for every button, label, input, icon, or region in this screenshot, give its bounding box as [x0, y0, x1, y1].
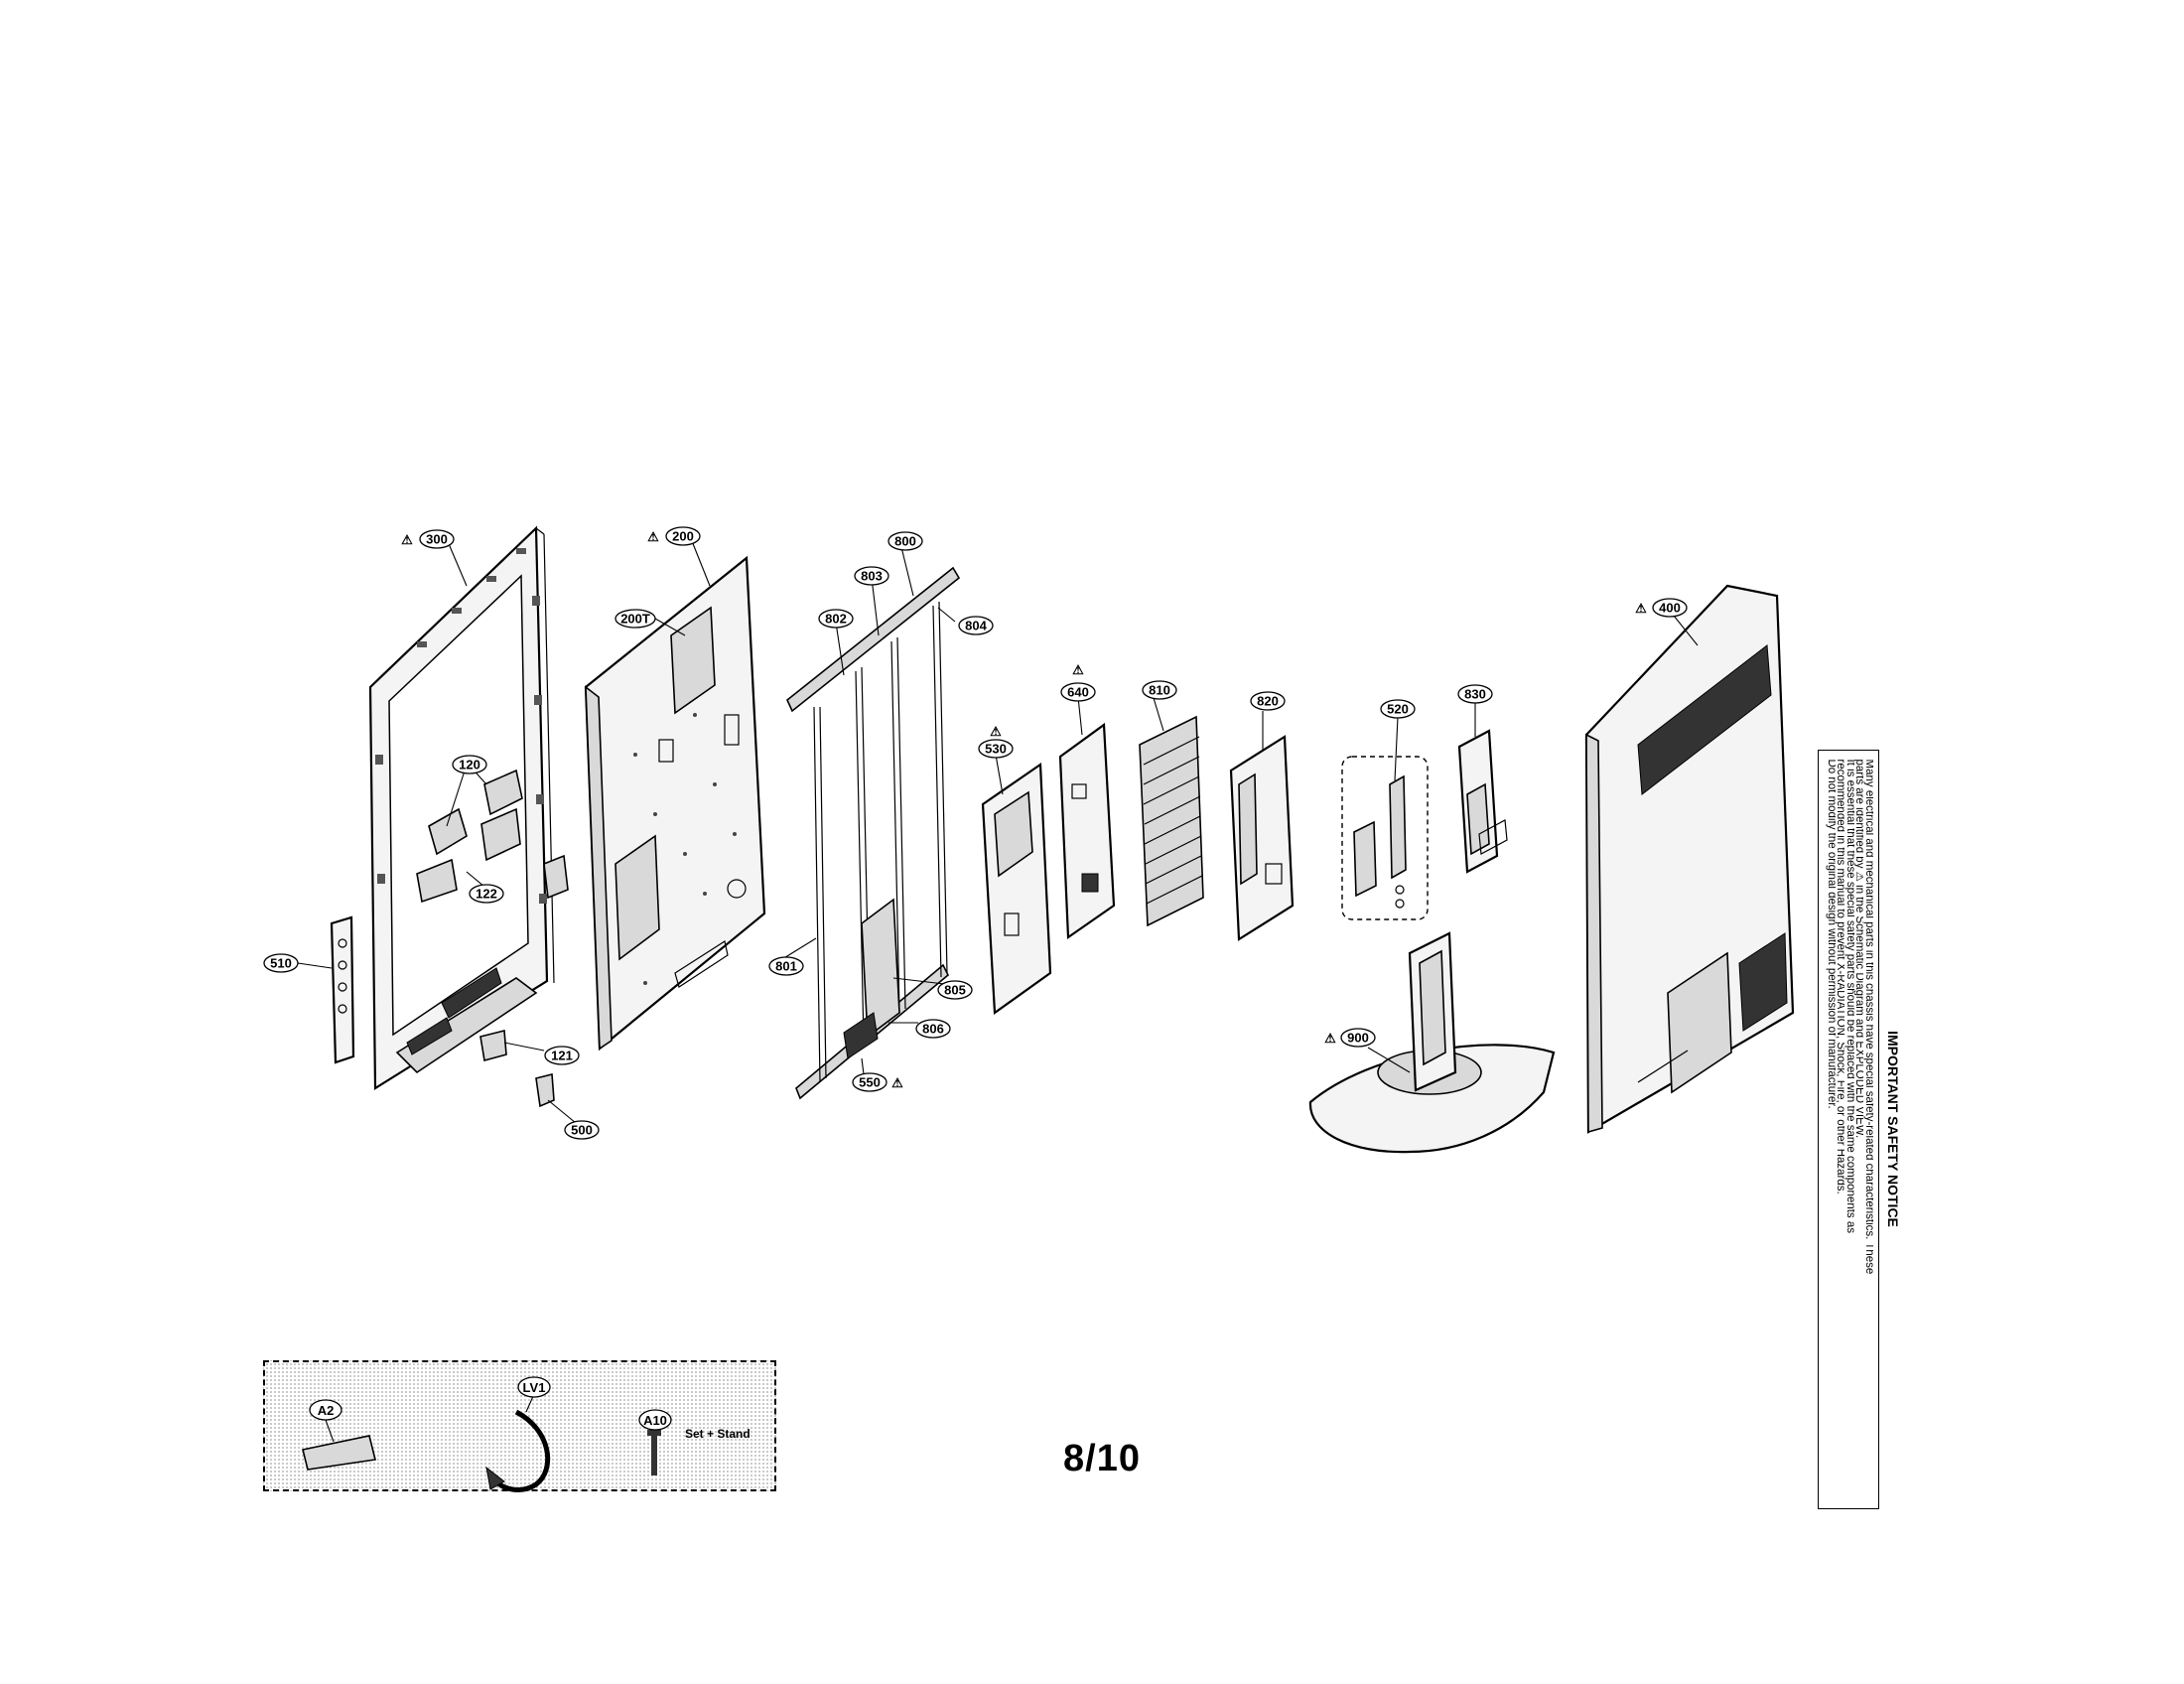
warning-icon: ⚠	[647, 529, 659, 544]
part-label-510: 510	[270, 956, 292, 971]
warning-icon: ⚠	[1324, 1031, 1336, 1046]
part-label-830: 830	[1464, 687, 1486, 702]
part-label-803: 803	[861, 569, 883, 584]
part-label-550: 550	[859, 1075, 881, 1090]
warning-icon: ⚠	[401, 532, 413, 547]
group-520	[1341, 756, 1429, 920]
part-label-806: 806	[922, 1022, 944, 1037]
part-label-802: 802	[825, 612, 847, 627]
warning-icon: ⚠	[1635, 601, 1647, 616]
warning-icon: ⚠	[891, 1075, 903, 1090]
safety-notice-text: Many electrical and mechanical parts in …	[1826, 760, 1873, 1499]
safety-notice-box	[1818, 750, 1879, 1509]
part-500	[535, 1072, 555, 1108]
part-label-200t: 200T	[620, 612, 650, 627]
shield-810	[1139, 715, 1204, 927]
safety-notice: IMPORTANT SAFETY NOTICE Many electrical …	[1818, 750, 1901, 1509]
part-label-530: 530	[985, 742, 1007, 757]
warning-icon: ⚠	[1072, 662, 1084, 677]
part-label-400: 400	[1659, 601, 1681, 616]
part-label-805: 805	[944, 983, 966, 998]
board-530	[981, 762, 1052, 1016]
lcd-panel-200	[584, 555, 766, 1052]
safety-notice-line: It is essential that these special safet…	[1844, 759, 1854, 1234]
part-121	[479, 854, 569, 1062]
stand-900	[1308, 931, 1556, 1154]
safety-notice-line: recommended in this manual to prevent X-…	[1835, 759, 1845, 1194]
leader-lines	[297, 535, 1699, 1124]
part-label-800: 800	[894, 534, 916, 549]
part-label-810: 810	[1149, 683, 1170, 698]
back-cover-400	[1584, 584, 1795, 1134]
board-640	[1058, 722, 1116, 940]
part-label-640: 640	[1067, 685, 1089, 700]
warning-icon: ⚠	[990, 724, 1002, 739]
part-label-121: 121	[551, 1049, 573, 1063]
safety-notice-line: parts are identified by ⚠ in the Schemat…	[1853, 759, 1864, 1139]
board-820	[1229, 735, 1295, 941]
accessory-box	[263, 1360, 776, 1491]
part-label-900: 900	[1347, 1031, 1369, 1046]
part-label-120: 120	[459, 758, 480, 772]
part-label-520: 520	[1387, 702, 1409, 717]
bracket-830	[1457, 729, 1508, 874]
part-label-820: 820	[1257, 694, 1279, 709]
part-label-122: 122	[476, 887, 497, 902]
bracket-120-122	[416, 769, 523, 904]
part-label-200: 200	[672, 529, 694, 544]
frame-800	[786, 566, 961, 1100]
front-bezel-300	[368, 525, 555, 1090]
part-label-801: 801	[775, 959, 797, 974]
safety-notice-line: Do not modify the original design withou…	[1826, 759, 1836, 1109]
part-label-500: 500	[571, 1123, 593, 1138]
control-strip-510	[330, 915, 355, 1064]
safety-notice-title: IMPORTANT SAFETY NOTICE	[1885, 1023, 1901, 1235]
safety-notice-line: Many electrical and mechanical parts in …	[1863, 759, 1873, 1275]
page-number: 8/10	[1063, 1438, 1141, 1479]
part-label-804: 804	[965, 619, 987, 633]
part-labels: 300 ⚠ 200 ⚠ 200T 120 122 121 510 500 800 8…	[263, 526, 1688, 1140]
part-label-300: 300	[426, 532, 448, 547]
